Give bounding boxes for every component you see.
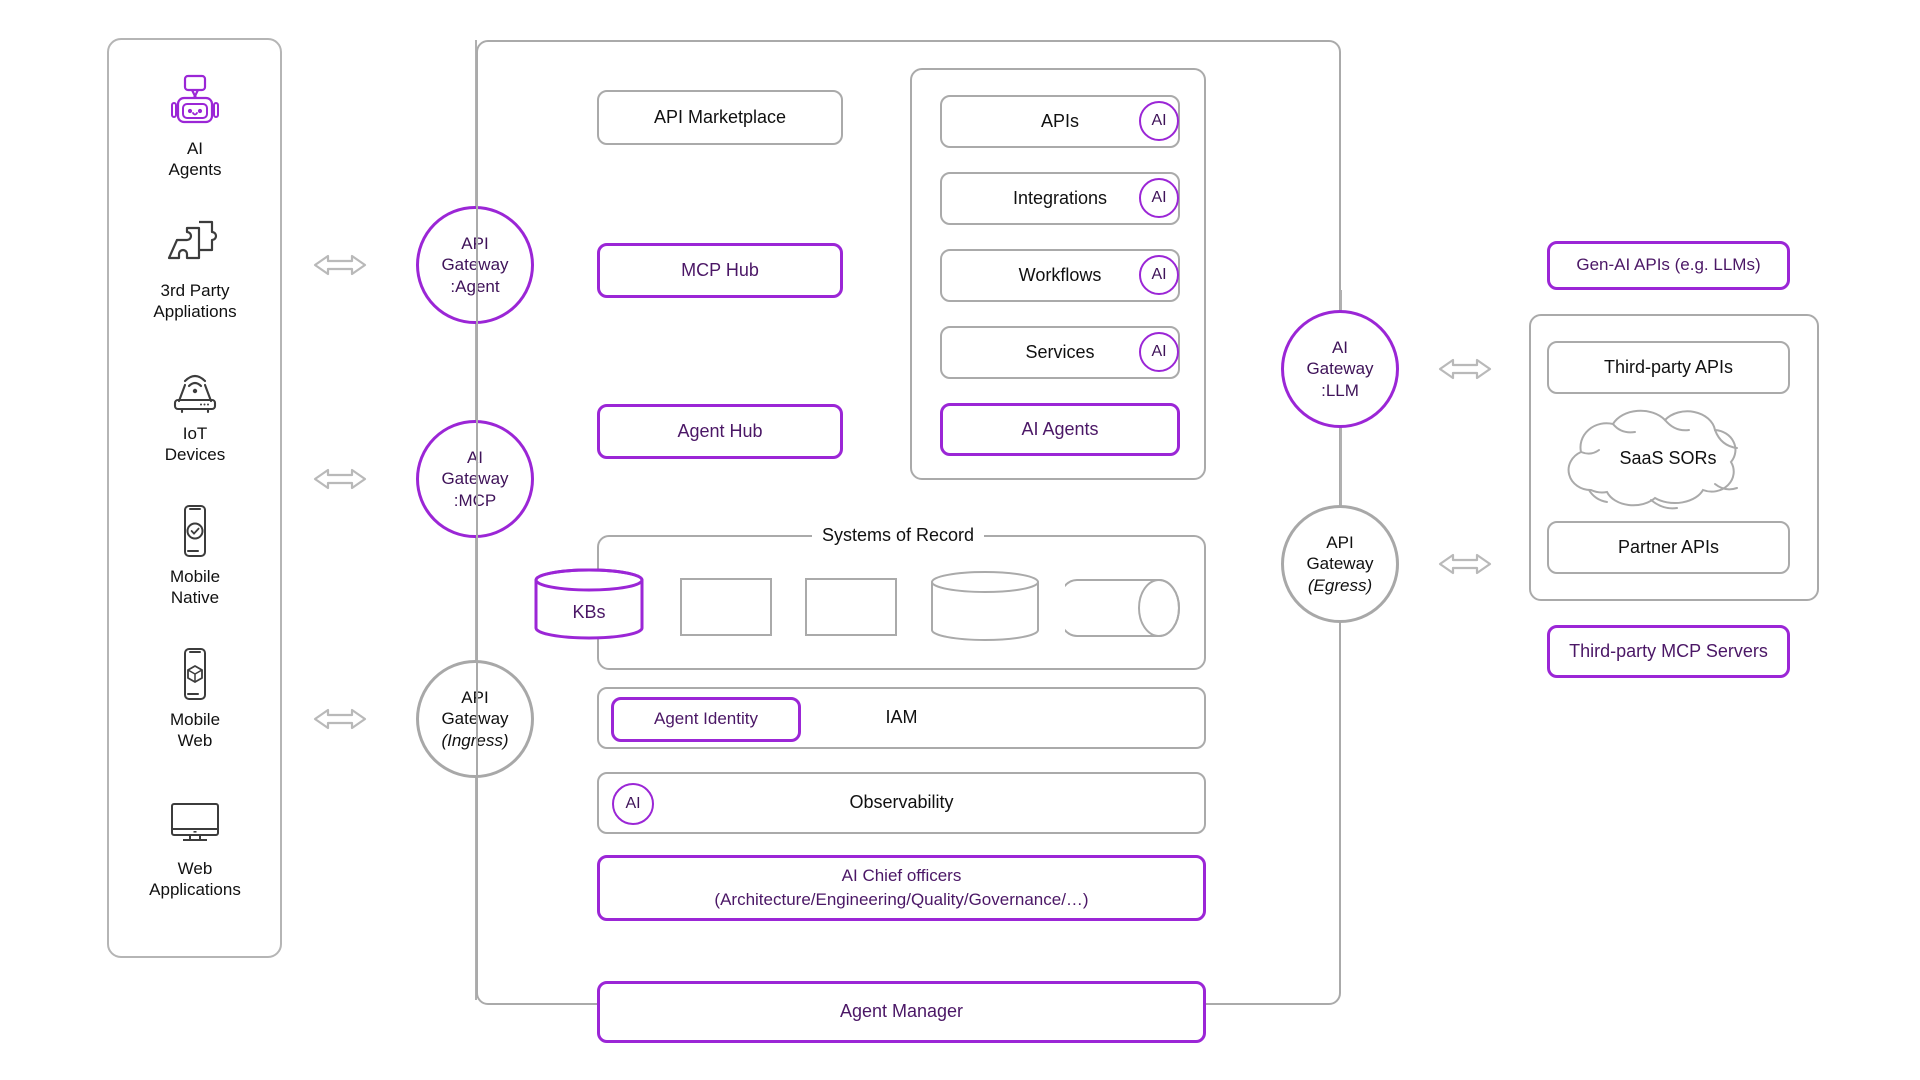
ai-badge-label: AI <box>1151 343 1167 360</box>
robot-icon <box>165 70 225 132</box>
third-party-mcp-servers-label: Third-party MCP Servers <box>1569 640 1768 661</box>
saas-sors-cloud: SaaS SORs <box>1547 404 1790 512</box>
api-marketplace-box[interactable]: API Marketplace <box>597 90 843 145</box>
ai-badge-label: AI <box>1151 112 1167 129</box>
catalog-item-label: Services <box>1025 341 1095 362</box>
iam-label: IAM <box>885 707 918 728</box>
mcp-hub-label: MCP Hub <box>681 259 759 280</box>
catalog-item-label: APIs <box>1040 110 1079 131</box>
channel-label: Mobile Web <box>169 710 221 751</box>
catalog-group <box>910 68 1206 480</box>
sor-shape-rectangle-1 <box>680 578 772 636</box>
external-services-group <box>1529 314 1819 601</box>
agent-manager-box[interactable]: Agent Manager <box>597 981 1206 1043</box>
catalog-item-services[interactable]: Services <box>940 326 1180 379</box>
third-party-apis-label: Third-party APIs <box>1603 356 1734 377</box>
partner-apis-label: Partner APIs <box>1617 536 1720 557</box>
channel-item-web-applications[interactable]: Web Applications <box>110 790 280 901</box>
double-arrow-icon-ingress <box>312 699 368 744</box>
svg-text:SaaS SORs: SaaS SORs <box>1619 448 1716 468</box>
observability-row: Observability <box>597 772 1206 834</box>
observability-label: Observability <box>849 792 954 813</box>
mcp-hub-box[interactable]: MCP Hub <box>597 243 843 298</box>
gen-ai-apis-label: Gen-AI APIs (e.g. LLMs) <box>1576 255 1761 275</box>
agent-identity-chip[interactable]: Agent Identity <box>611 697 801 742</box>
channel-label: 3rd Party Appliations <box>153 281 237 322</box>
router-icon <box>165 355 225 417</box>
sor-shape-rectangle-2 <box>805 578 897 636</box>
systems-of-record-title: Systems of Record <box>812 525 985 546</box>
catalog-item-label: AI Agents <box>1021 418 1099 439</box>
ai-chief-officers-line1: AI Chief officers <box>841 865 962 885</box>
channel-label: Mobile Native <box>169 567 221 608</box>
desktop-monitor-icon <box>165 790 225 852</box>
sor-shape-cylinder <box>930 570 1040 642</box>
sor-shape-barrel <box>1056 570 1181 642</box>
ai-badge-label: AI <box>625 795 641 812</box>
double-arrow-icon-mcp <box>312 459 368 504</box>
puzzle-icon <box>165 212 225 274</box>
double-arrow-icon-llm <box>1437 349 1493 394</box>
mobile-check-icon <box>165 498 225 560</box>
agent-identity-label: Agent Identity <box>654 709 758 729</box>
channel-item-3rd-party[interactable]: 3rd Party Appliations <box>110 212 280 323</box>
catalog-item-label: Workflows <box>1018 264 1102 285</box>
third-party-mcp-servers-box[interactable]: Third-party MCP Servers <box>1547 625 1790 678</box>
double-arrow-icon-egress <box>1437 544 1493 589</box>
ai-chief-officers-line2: (Architecture/Engineering/Quality/Govern… <box>714 890 1089 909</box>
catalog-item-label: Integrations <box>1012 187 1108 208</box>
ai-badge-integrations: AI <box>1139 178 1179 218</box>
ai-badge-apis: AI <box>1139 101 1179 141</box>
channel-item-ai-agents[interactable]: AI Agents <box>110 70 280 181</box>
ai-badge-label: AI <box>1151 189 1167 206</box>
agent-manager-label: Agent Manager <box>839 1001 964 1022</box>
ai-chief-officers-box[interactable]: AI Chief officers (Architecture/Engineer… <box>597 855 1206 921</box>
channel-item-iot-devices[interactable]: IoT Devices <box>110 355 280 466</box>
egress-spine-line <box>1340 290 1342 620</box>
ai-badge-workflows: AI <box>1139 255 1179 295</box>
channel-label: Web Applications <box>149 859 241 900</box>
mobile-cube-icon <box>165 641 225 703</box>
svg-text:KBs: KBs <box>572 602 605 622</box>
ai-badge-services: AI <box>1139 332 1179 372</box>
ai-badge-observability: AI <box>612 783 654 825</box>
gen-ai-apis-box[interactable]: Gen-AI APIs (e.g. LLMs) <box>1547 241 1790 290</box>
partner-apis-box[interactable]: Partner APIs <box>1547 521 1790 574</box>
channel-item-mobile-native[interactable]: Mobile Native <box>110 498 280 609</box>
third-party-apis-box[interactable]: Third-party APIs <box>1547 341 1790 394</box>
api-marketplace-label: API Marketplace <box>653 106 787 127</box>
channel-item-mobile-web[interactable]: Mobile Web <box>110 641 280 752</box>
agent-hub-label: Agent Hub <box>677 420 763 441</box>
channel-label: AI Agents <box>168 139 222 180</box>
ai-badge-label: AI <box>1151 266 1167 283</box>
agent-hub-box[interactable]: Agent Hub <box>597 404 843 459</box>
double-arrow-icon-agent <box>312 245 368 290</box>
kb-cylinder[interactable]: KBs <box>534 568 644 640</box>
channel-label: IoT Devices <box>164 424 226 465</box>
catalog-item-ai-agents[interactable]: AI Agents <box>940 403 1180 456</box>
